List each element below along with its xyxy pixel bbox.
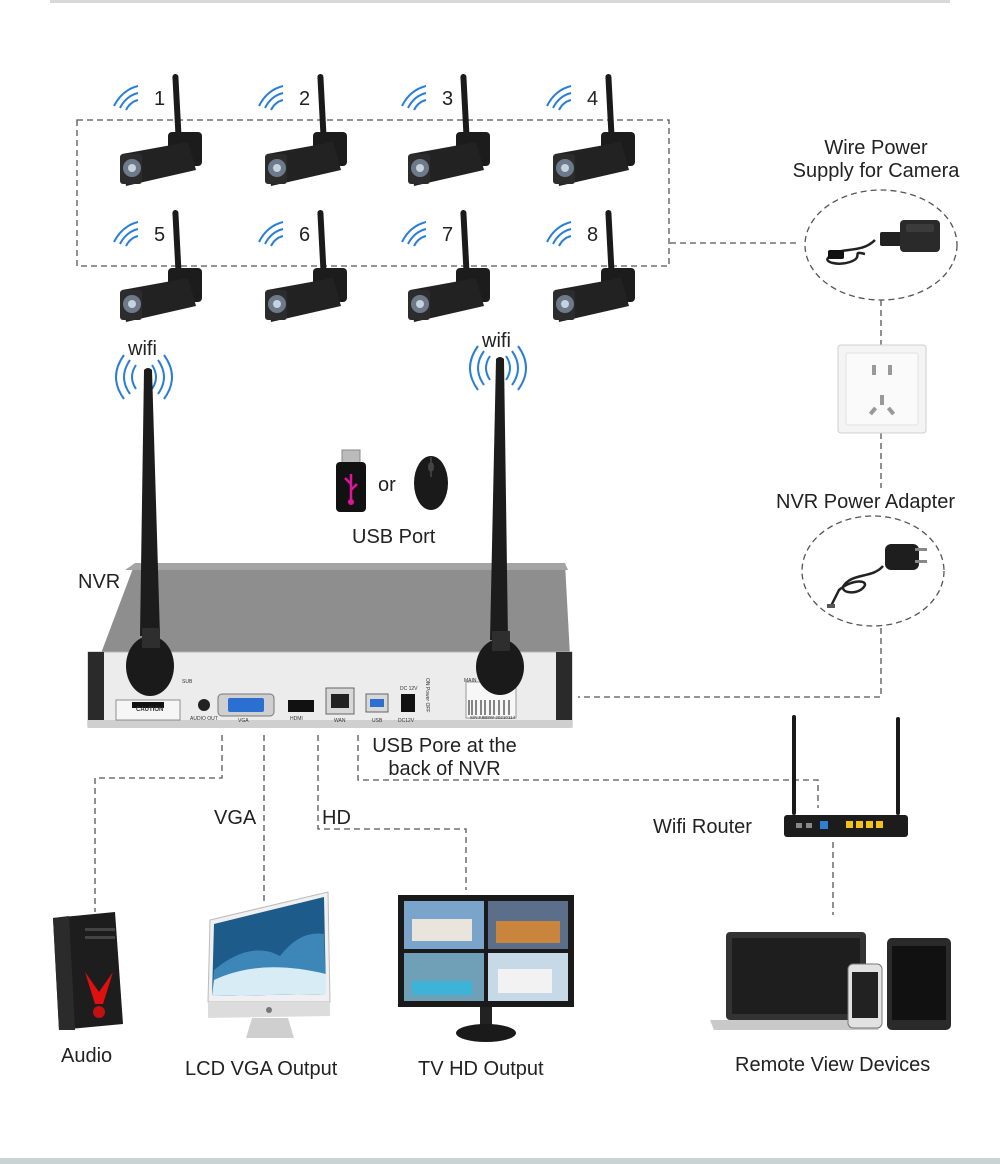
- vga-label: VGA: [214, 807, 257, 829]
- wifi-signal-icon: [113, 221, 139, 247]
- wifi-router-label: Wifi Router: [653, 816, 752, 838]
- camera-4: 4: [543, 70, 643, 195]
- nvr-power-adapter-icon: [827, 544, 927, 608]
- camera-group-box: [76, 119, 670, 267]
- camera-number: 4: [587, 88, 599, 110]
- camera-number: 2: [299, 88, 311, 110]
- hd-label: HD: [322, 807, 351, 829]
- panel-sub-text: SUB: [182, 679, 193, 685]
- adapter-to-nvr-line: [578, 628, 882, 698]
- wifi-signal-icon: [258, 221, 284, 247]
- wifi-right-label: wifi: [482, 330, 511, 352]
- panel-power-text: ON Power OFF: [424, 678, 430, 712]
- camera-number: 6: [299, 224, 311, 246]
- camera-2: 2: [255, 70, 355, 195]
- usb-back-line2: back of NVR: [388, 758, 501, 780]
- wifi-signal-icon: [546, 221, 572, 247]
- wan-line: [357, 735, 819, 808]
- nvr-adapter-ellipse: [801, 515, 945, 627]
- usb-back-label: USB Pore at the back of NVR: [362, 735, 527, 781]
- audio-label: Audio: [61, 1045, 113, 1067]
- remote-view-devices-label: Remote View Devices: [735, 1054, 931, 1076]
- camera-number: 3: [442, 88, 454, 110]
- camera-icon: [113, 74, 202, 186]
- top-divider: [50, 0, 950, 3]
- camera-icon: [258, 210, 347, 322]
- wifi-signal-right-icon: [469, 345, 527, 391]
- nvr-top: [100, 563, 570, 656]
- wifi-left-label: wifi: [128, 338, 157, 360]
- panel-usb-text: USB: [372, 718, 383, 724]
- tv-hd-output-label: TV HD Output: [418, 1058, 544, 1080]
- audio-line: [94, 735, 223, 912]
- camera-icon: [113, 210, 202, 322]
- hd-line: [317, 735, 467, 890]
- camera-icon: [546, 74, 635, 186]
- wifi-signal-left-icon: [115, 354, 173, 400]
- wire-power-line1: Wire Power: [824, 137, 928, 159]
- wifi-signal-icon: [258, 85, 284, 111]
- wire-power-ellipse: [804, 189, 958, 301]
- tv-icon: [398, 895, 574, 1042]
- panel-wan-text: WAN: [334, 718, 346, 724]
- camera-6: 6: [255, 206, 355, 331]
- panel-vga-text: VGA: [238, 718, 249, 724]
- remote-devices-icon: [710, 932, 951, 1030]
- camera-1: 1: [110, 70, 210, 195]
- wifi-signal-icon: [401, 221, 427, 247]
- nvr-label: NVR: [78, 571, 121, 593]
- nvr-antenna-left: [126, 368, 174, 696]
- mouse-icon: [414, 456, 448, 510]
- usb-drive-icon: [336, 449, 366, 512]
- wifi-router-icon: [784, 715, 908, 837]
- camera-icon: [401, 74, 490, 186]
- panel-caution-text: CAUTION: [136, 707, 163, 713]
- camera-3: 3: [398, 70, 498, 195]
- panel-hdmi-text: HDMI: [290, 716, 303, 722]
- panel-dc12v-text: DC12V: [398, 718, 415, 724]
- wifi-signal-icon: [113, 85, 139, 111]
- wire-power-line2: Supply for Camera: [792, 160, 960, 182]
- camera-5: 5: [110, 206, 210, 331]
- panel-dc-label-text: DC 12V: [400, 686, 418, 692]
- camera-7: 7: [398, 206, 498, 331]
- panel-main-text: MAIN: [464, 678, 477, 684]
- usb-port-label: USB Port: [352, 526, 436, 548]
- camera-number: 5: [154, 224, 166, 246]
- or-label: or: [378, 474, 396, 496]
- usb-back-line1: USB Pore at the: [372, 735, 517, 757]
- wifi-signal-icon: [546, 85, 572, 111]
- camera-icon: [401, 210, 490, 322]
- wall-outlet-icon: [837, 344, 927, 434]
- lcd-monitor-icon: [207, 891, 331, 1038]
- lcd-vga-output-label: LCD VGA Output: [185, 1058, 338, 1080]
- camera-number: 8: [587, 224, 599, 246]
- camera-icon: [546, 210, 635, 322]
- camera-number: 1: [154, 88, 166, 110]
- camera-number: 7: [442, 224, 454, 246]
- pc-tower-icon: [53, 912, 123, 1030]
- nvr-power-adapter-label: NVR Power Adapter: [776, 491, 955, 513]
- camera-icon: [258, 74, 347, 186]
- wifi-signal-icon: [401, 85, 427, 111]
- wire-power-label: Wire Power Supply for Camera: [776, 137, 976, 183]
- panel-serial-text: S/N:K8B8W-20210114: [470, 715, 516, 720]
- camera-power-adapter-icon: [826, 220, 940, 265]
- panel-audio-out-text: AUDIO OUT: [190, 716, 218, 722]
- nvr-antenna-right: [476, 357, 524, 695]
- bottom-divider: [0, 1158, 1000, 1164]
- camera-8: 8: [543, 206, 643, 331]
